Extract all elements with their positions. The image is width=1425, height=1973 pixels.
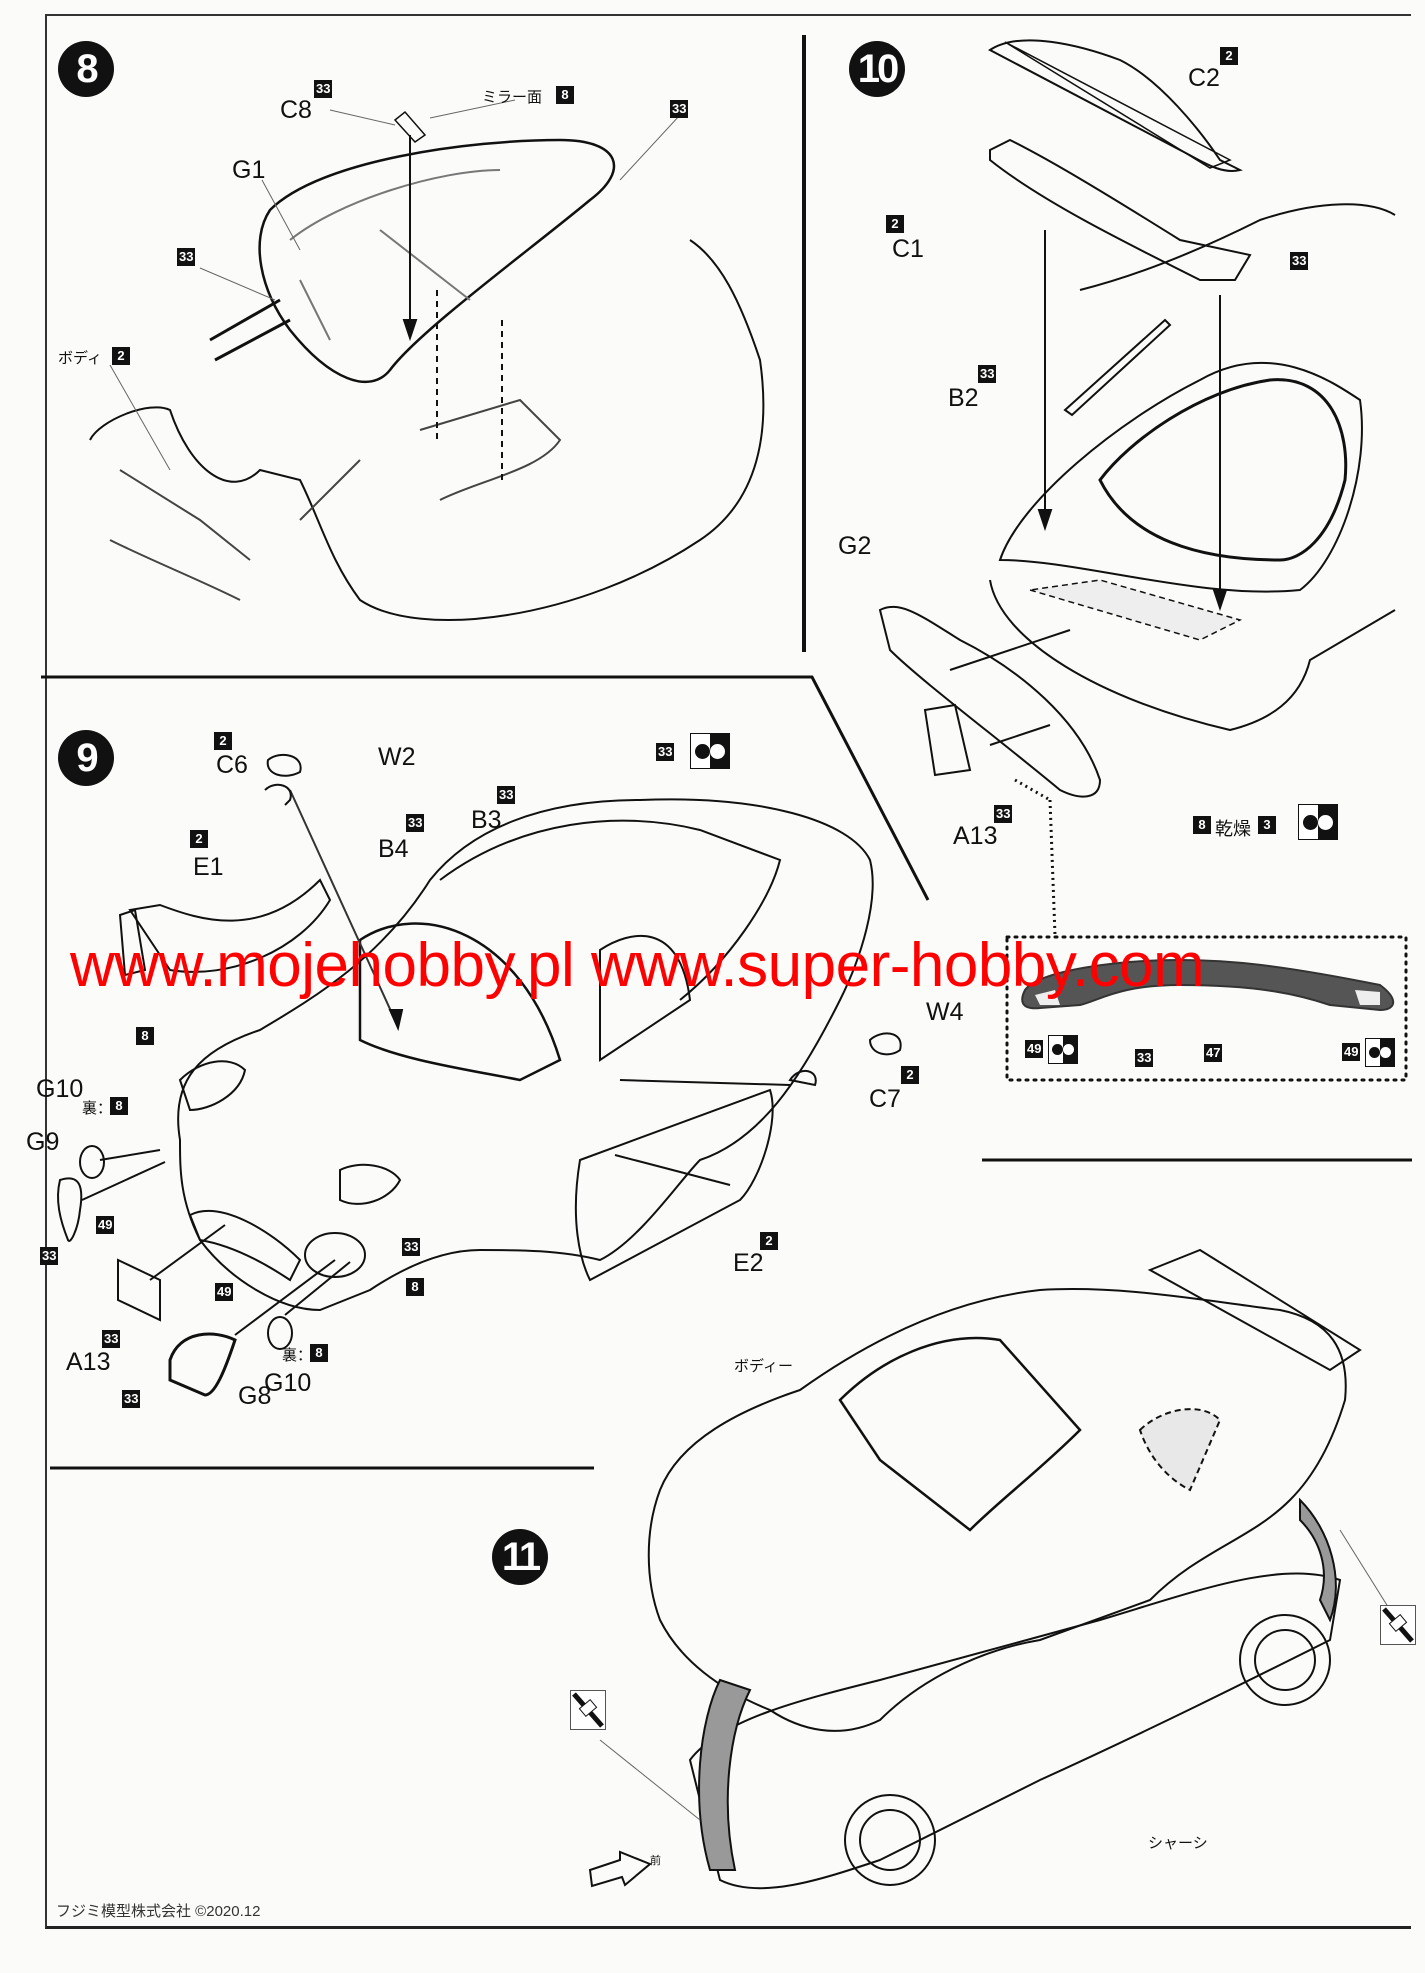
color-code: 2 — [214, 732, 232, 750]
clear-color-icon — [1365, 1038, 1395, 1067]
step-11-marker: 11 — [492, 1529, 548, 1585]
step-10-marker: 10 — [849, 41, 905, 97]
color-code: 33 — [402, 1238, 421, 1256]
color-code: 8 — [556, 86, 574, 104]
part-a13-label: A13 — [953, 822, 998, 850]
part-g9-label: G9 — [26, 1128, 60, 1156]
back-side-label: 裏： — [282, 1347, 313, 1364]
part-b3-label: B3 — [471, 806, 502, 834]
color-code: 49 — [215, 1283, 234, 1301]
part-g10-label: G10 — [264, 1369, 312, 1397]
part-c2-label: C2 — [1188, 64, 1220, 92]
color-code: 8 — [406, 1278, 424, 1296]
part-a13-label: A13 — [66, 1348, 111, 1376]
color-code: 33 — [122, 1390, 141, 1408]
part-e2-label: E2 — [733, 1249, 764, 1277]
part-c8-label: C8 — [280, 96, 312, 124]
body-label: ボディー — [734, 1358, 793, 1375]
mirror-face-label: ミラー面 — [482, 89, 543, 106]
color-code: 49 — [96, 1216, 115, 1234]
color-code: 49 — [1342, 1043, 1361, 1061]
part-c1-label: C1 — [892, 235, 924, 263]
color-code: 33 — [497, 786, 516, 804]
front-direction-label: 前 — [650, 1855, 661, 1867]
part-w2-label: W2 — [378, 743, 416, 771]
color-code: 33 — [1290, 252, 1309, 270]
no-cement-icon — [570, 1690, 606, 1730]
part-b4-label: B4 — [378, 835, 409, 863]
part-w4-label: W4 — [926, 998, 964, 1026]
back-side-label: 裏： — [82, 1100, 113, 1117]
clear-color-icon — [1298, 804, 1338, 840]
color-code: 2 — [112, 347, 130, 365]
color-code: 2 — [901, 1066, 919, 1084]
color-code: 2 — [760, 1232, 778, 1250]
step-9-marker: 9 — [58, 730, 114, 786]
color-code: 33 — [177, 248, 196, 266]
step9-drawing — [57, 753, 902, 1397]
step10-inset — [1005, 935, 1408, 1082]
color-code: 33 — [994, 805, 1013, 823]
color-code: 8 — [110, 1097, 128, 1115]
color-code: 2 — [190, 830, 208, 848]
step10-drawing — [878, 39, 1396, 936]
body-label: ボディ — [58, 350, 102, 367]
color-code: 33 — [102, 1330, 121, 1348]
color-code: 3 — [1258, 816, 1276, 834]
color-code: 33 — [314, 80, 333, 98]
color-code: 49 — [1025, 1040, 1044, 1058]
part-c7-label: C7 — [869, 1085, 901, 1113]
part-g10-label: G10 — [36, 1075, 84, 1103]
color-code: 33 — [670, 100, 689, 118]
page-frame — [45, 14, 1411, 1929]
color-code: 33 — [40, 1247, 59, 1265]
color-code: 33 — [406, 814, 425, 832]
color-code: 8 — [136, 1027, 154, 1045]
dry-label: 乾燥 — [1215, 819, 1251, 839]
step-8-marker: 8 — [58, 41, 114, 97]
color-code: 2 — [1220, 47, 1238, 65]
part-b2-label: B2 — [948, 384, 979, 412]
step8-drawing — [89, 99, 765, 621]
no-cement-icon — [1380, 1605, 1416, 1645]
step11-drawing — [588, 1248, 1391, 1890]
part-g1-label: G1 — [232, 156, 266, 184]
clear-color-icon — [690, 733, 730, 769]
clear-color-icon — [1048, 1035, 1078, 1064]
part-g2-label: G2 — [838, 532, 872, 560]
color-code: 33 — [656, 743, 675, 761]
divider-step9 — [41, 675, 930, 901]
color-code: 8 — [1193, 816, 1211, 834]
color-code: 2 — [886, 215, 904, 233]
color-code: 33 — [1135, 1049, 1154, 1067]
chassis-label: シャーシ — [1148, 1835, 1208, 1852]
part-g8-label: G8 — [238, 1382, 272, 1410]
watermark: www.mojehobby.pl www.super-hobby.com — [70, 931, 1205, 1000]
color-code: 47 — [1204, 1044, 1223, 1062]
part-c6-label: C6 — [216, 751, 248, 779]
color-code: 33 — [978, 365, 997, 383]
part-e1-label: E1 — [193, 853, 224, 881]
copyright-footer: フジミ模型株式会社 ©2020.12 — [56, 1903, 261, 1920]
color-code: 8 — [310, 1344, 328, 1362]
